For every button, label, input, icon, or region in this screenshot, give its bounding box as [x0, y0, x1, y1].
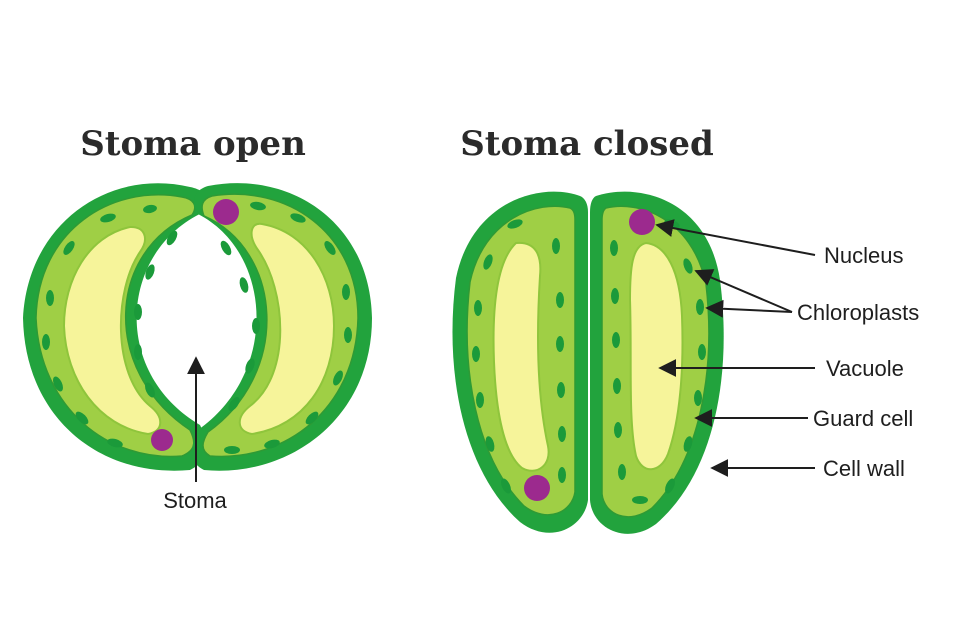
title-stoma-closed: Stoma closed [460, 124, 714, 164]
label-nucleus: Nucleus [824, 243, 903, 268]
closed-right-nucleus [629, 209, 655, 235]
chloroplasts-arrow-1 [694, 269, 793, 313]
open-left-nucleus [151, 429, 173, 451]
open-left-guard-cell [23, 183, 208, 471]
closed-right-chloroplasts [610, 219, 706, 504]
open-right-nucleus [213, 199, 239, 225]
label-stoma: Stoma [163, 488, 227, 513]
closed-left-guard-cell [452, 191, 588, 533]
closed-stoma: Nucleus Chloroplasts Vacuole Guard cell … [452, 191, 919, 534]
chloroplasts-arrow-2 [705, 299, 793, 318]
title-stoma-open: Stoma open [80, 124, 306, 164]
closed-left-vacuole [492, 241, 550, 472]
open-stoma: Stoma [23, 183, 372, 513]
closed-left-nucleus [524, 475, 550, 501]
closed-right-guard-cell [590, 191, 724, 534]
label-guard-cell: Guard cell [813, 406, 913, 431]
label-vacuole: Vacuole [826, 356, 904, 381]
closed-left-chloroplasts [472, 219, 566, 494]
open-left-vacuole [62, 225, 162, 436]
open-right-vacuole [238, 222, 336, 436]
open-left-chloroplasts [42, 204, 178, 448]
closed-right-vacuole [628, 241, 684, 471]
label-chloroplasts: Chloroplasts [797, 300, 919, 325]
open-right-guard-cell [191, 183, 372, 471]
open-right-chloroplasts [220, 201, 352, 454]
label-cell-wall: Cell wall [823, 456, 905, 481]
nucleus-arrow [655, 219, 816, 256]
